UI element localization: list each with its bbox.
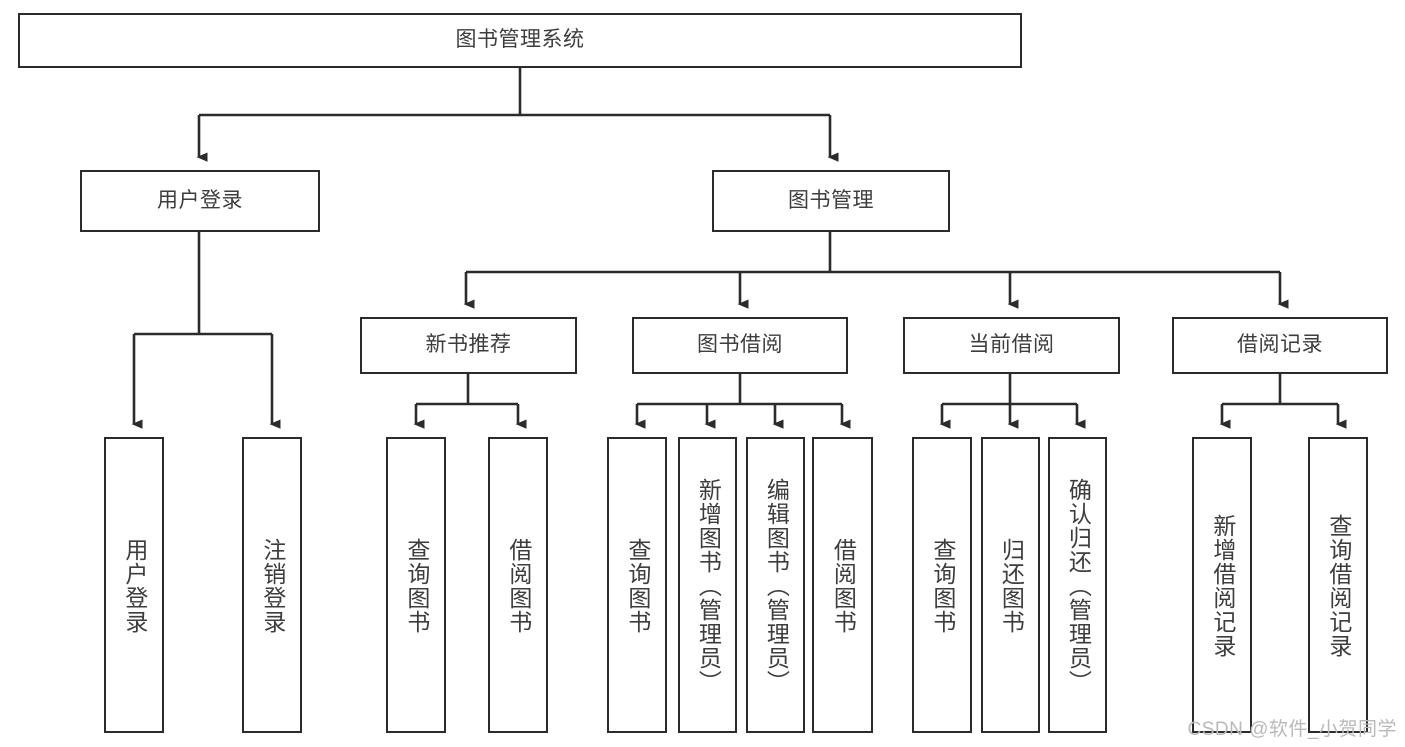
node-leaf-edit-book[interactable]: 编辑图书（管理员） xyxy=(746,437,805,733)
node-leaf-query-book-1[interactable]: 查询图书 xyxy=(386,437,446,733)
node-leaf-query-book-3-label: 查询图书 xyxy=(929,538,956,634)
node-leaf-query-book-1-label: 查询图书 xyxy=(403,538,430,634)
node-root[interactable]: 图书管理系统 xyxy=(18,13,1022,68)
node-user-login-label: 用户登录 xyxy=(157,188,243,212)
node-leaf-query-book-2-label: 查询图书 xyxy=(624,538,651,634)
node-leaf-confirm-return[interactable]: 确认归还（管理员） xyxy=(1048,437,1107,733)
node-leaf-query-record-label: 查询借阅记录 xyxy=(1325,514,1352,658)
node-leaf-add-record[interactable]: 新增借阅记录 xyxy=(1192,437,1252,733)
node-leaf-borrow-book-1[interactable]: 借阅图书 xyxy=(488,437,548,733)
node-leaf-borrow-book-2[interactable]: 借阅图书 xyxy=(812,437,873,733)
node-leaf-query-record[interactable]: 查询借阅记录 xyxy=(1308,437,1368,733)
node-new-book-rec[interactable]: 新书推荐 xyxy=(360,317,577,374)
node-book-borrow[interactable]: 图书借阅 xyxy=(632,317,848,374)
node-leaf-logout-login[interactable]: 注销登录 xyxy=(242,437,302,733)
node-new-book-rec-label: 新书推荐 xyxy=(425,333,512,357)
node-leaf-return-book-label: 归还图书 xyxy=(998,538,1025,634)
node-leaf-query-book-3[interactable]: 查询图书 xyxy=(912,437,972,733)
node-current-borrow-label: 当前借阅 xyxy=(968,333,1055,357)
node-leaf-edit-book-label: 编辑图书（管理员） xyxy=(763,478,790,694)
node-leaf-borrow-book-1-label: 借阅图书 xyxy=(505,538,532,634)
node-root-label: 图书管理系统 xyxy=(455,28,585,52)
node-leaf-add-book-label: 新增图书（管理员） xyxy=(695,478,722,694)
node-borrow-record[interactable]: 借阅记录 xyxy=(1172,317,1388,374)
node-leaf-return-book[interactable]: 归还图书 xyxy=(981,437,1040,733)
node-leaf-add-record-label: 新增借阅记录 xyxy=(1209,514,1236,658)
node-leaf-borrow-book-2-label: 借阅图书 xyxy=(830,538,857,634)
node-user-login[interactable]: 用户登录 xyxy=(80,170,320,232)
node-book-borrow-label: 图书借阅 xyxy=(697,333,783,357)
node-book-manage-label: 图书管理 xyxy=(788,188,874,212)
node-leaf-user-login-label: 用户登录 xyxy=(121,538,148,634)
node-current-borrow[interactable]: 当前借阅 xyxy=(903,317,1120,374)
node-borrow-record-label: 借阅记录 xyxy=(1237,333,1323,357)
node-leaf-add-book[interactable]: 新增图书（管理员） xyxy=(678,437,737,733)
node-leaf-confirm-return-label: 确认归还（管理员） xyxy=(1065,478,1092,694)
watermark: CSDN @软件_小贺同学 xyxy=(1187,719,1397,740)
node-leaf-query-book-2[interactable]: 查询图书 xyxy=(607,437,667,733)
node-leaf-user-login[interactable]: 用户登录 xyxy=(104,437,164,733)
node-leaf-logout-login-label: 注销登录 xyxy=(259,538,286,634)
node-book-manage[interactable]: 图书管理 xyxy=(712,170,950,232)
